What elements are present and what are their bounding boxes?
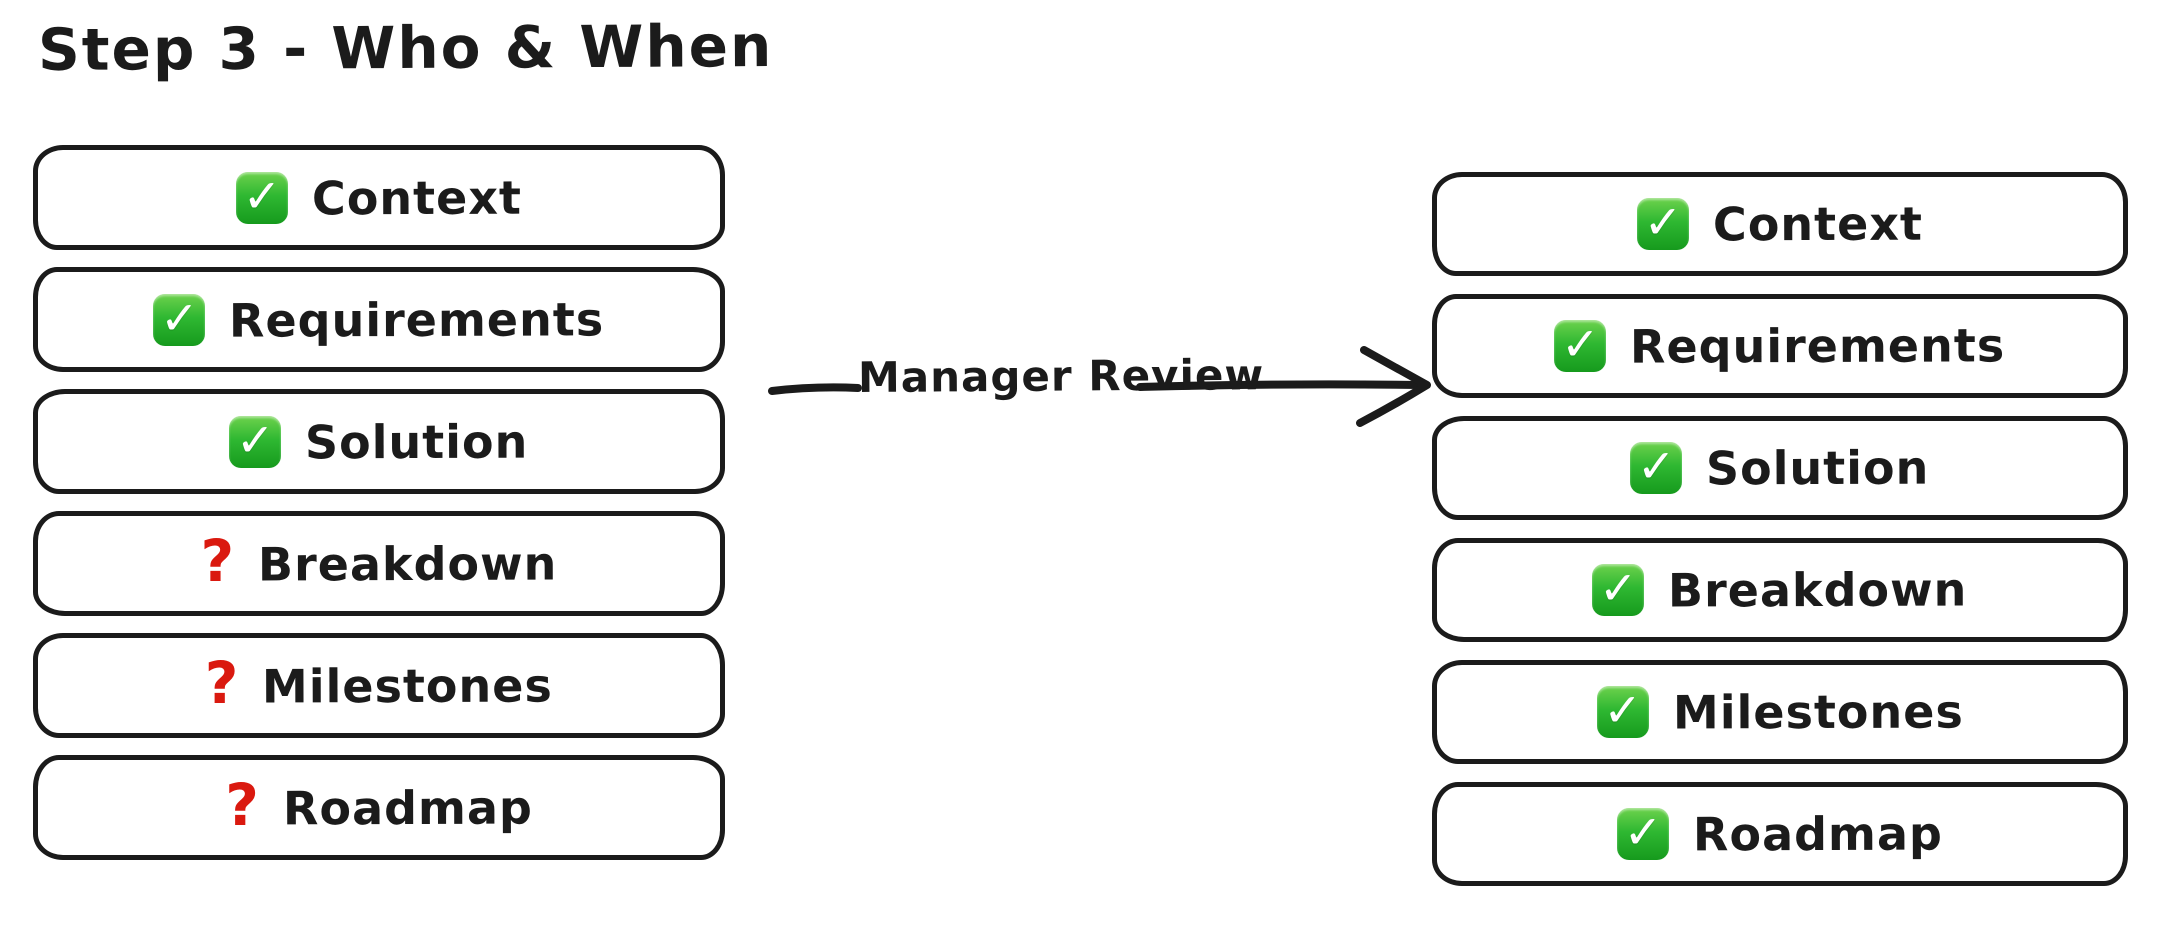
task-label: Solution — [1706, 440, 1930, 496]
task-label: Milestones — [262, 657, 554, 714]
task-box-milestones: ✓ ? Milestones — [1432, 660, 2128, 764]
check-icon: ✓ — [1554, 317, 1607, 372]
page-title: Step 3 - Who & When — [37, 12, 774, 84]
task-box-requirements: ✓ ? Requirements — [1432, 294, 2128, 398]
task-box-requirements: ✓ ? Requirements — [33, 267, 725, 372]
task-box-breakdown: ✓ ? Breakdown — [33, 511, 725, 616]
check-glyph: ✓ — [160, 290, 199, 345]
check-icon: ✓ — [153, 290, 206, 346]
task-box-milestones: ✓ ? Milestones — [33, 633, 725, 738]
task-label: Roadmap — [1692, 806, 1944, 862]
check-glyph: ✓ — [1643, 195, 1683, 249]
question-icon: ? — [200, 526, 235, 595]
arrow-label: Manager Review — [857, 350, 1265, 402]
task-box-roadmap: ✓ ? Roadmap — [1432, 782, 2128, 886]
question-icon: ? — [204, 648, 239, 717]
task-box-solution: ✓ ? Solution — [1432, 416, 2128, 520]
task-box-solution: ✓ ? Solution — [33, 389, 725, 494]
check-icon: ✓ — [1637, 195, 1690, 250]
task-column-after-review: ✓ ? Context ✓ ? Requirements ✓ ? Solutio… — [1432, 172, 2128, 904]
check-glyph: ✓ — [1603, 683, 1642, 737]
check-glyph: ✓ — [236, 412, 275, 467]
check-icon: ✓ — [229, 412, 282, 468]
question-icon: ? — [225, 770, 259, 839]
task-label: Breakdown — [258, 535, 558, 592]
check-icon: ✓ — [1596, 683, 1649, 738]
check-icon: ✓ — [236, 168, 289, 224]
check-icon: ✓ — [1617, 805, 1670, 860]
task-column-before-review: ✓ ? Context ✓ ? Requirements ✓ ? Solutio… — [33, 145, 725, 877]
task-label: Milestones — [1672, 684, 1964, 740]
task-label: Requirements — [1630, 318, 2006, 374]
task-label: Roadmap — [282, 780, 533, 835]
task-label: Requirements — [229, 291, 605, 348]
check-glyph: ✓ — [1637, 439, 1676, 493]
check-glyph: ✓ — [1599, 561, 1638, 615]
task-label: Context — [311, 170, 523, 225]
check-icon: ✓ — [1592, 561, 1645, 616]
task-box-breakdown: ✓ ? Breakdown — [1432, 538, 2128, 642]
task-label: Context — [1712, 196, 1924, 252]
task-box-context: ✓ ? Context — [33, 145, 725, 250]
task-box-context: ✓ ? Context — [1432, 172, 2128, 276]
check-glyph: ✓ — [242, 168, 282, 223]
task-label: Solution — [305, 414, 529, 469]
check-icon: ✓ — [1630, 439, 1683, 494]
task-box-roadmap: ✓ ? Roadmap — [33, 755, 725, 860]
check-glyph: ✓ — [1561, 317, 1600, 371]
check-glyph: ✓ — [1623, 805, 1663, 859]
task-label: Breakdown — [1668, 562, 1968, 618]
